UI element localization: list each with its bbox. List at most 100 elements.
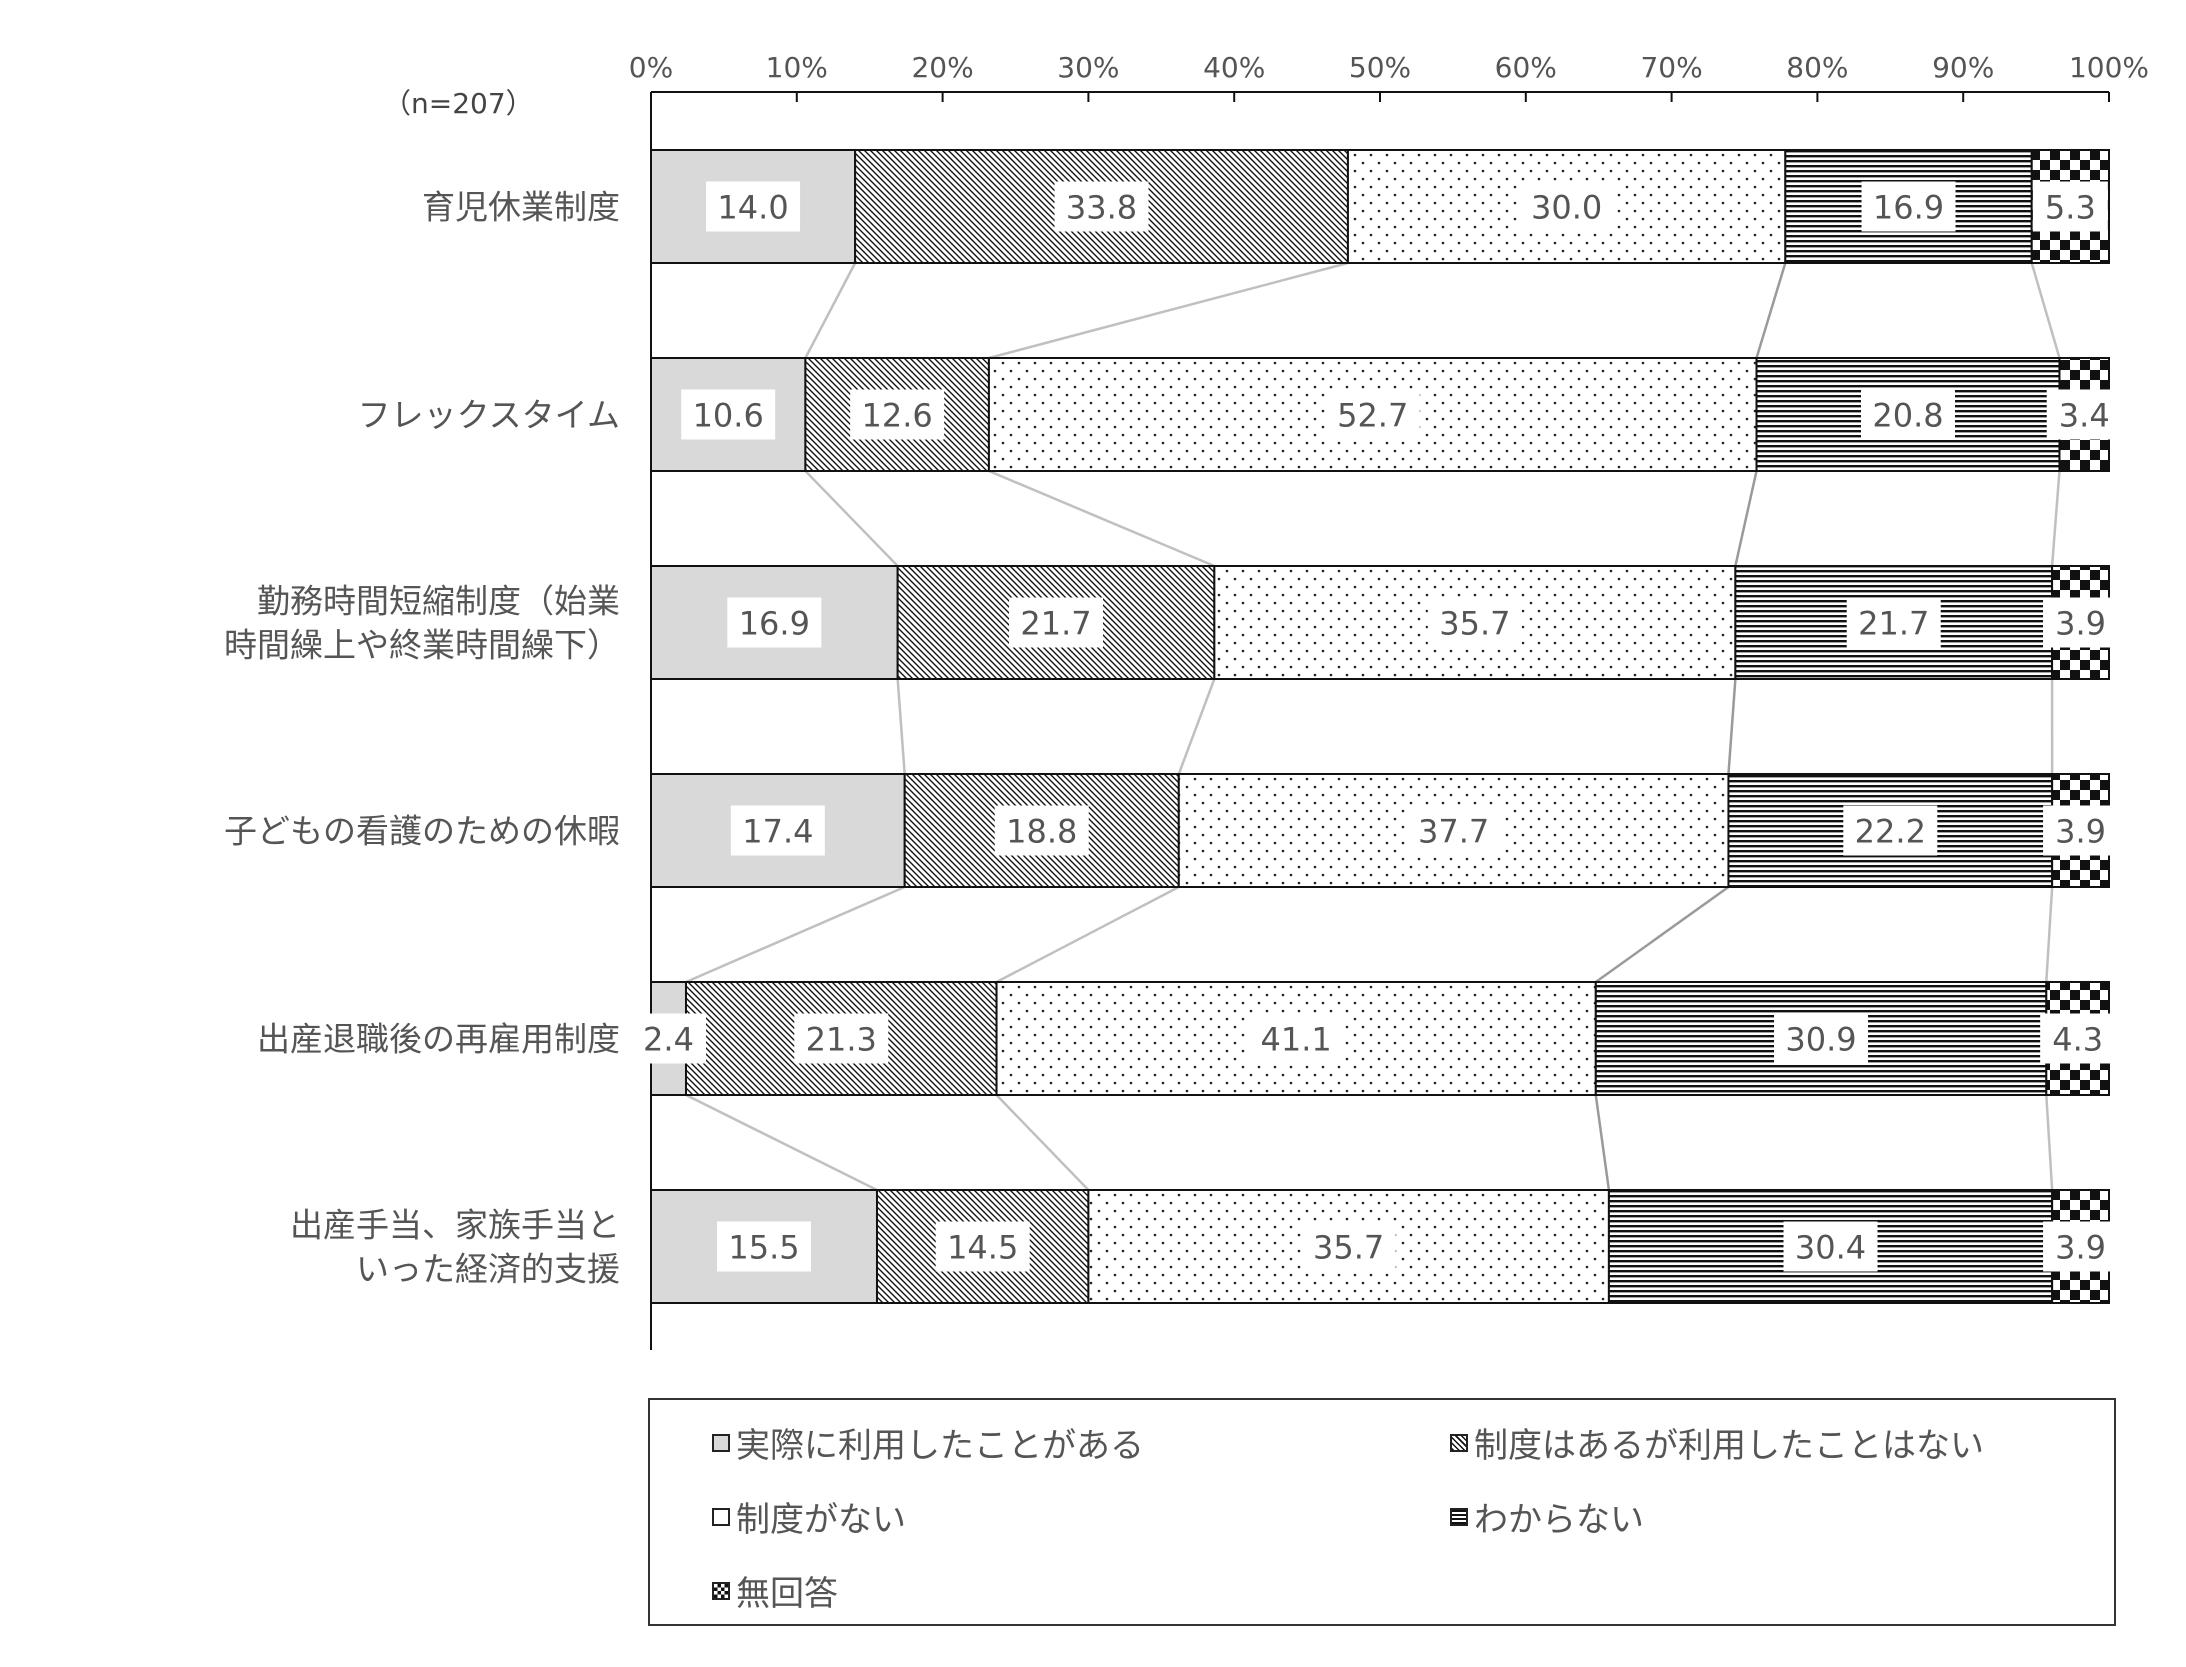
value-label: 4.3 (2052, 1021, 2103, 1059)
series-connector-line (685, 885, 906, 984)
category-label: 出産手当、家族手当と (290, 1206, 620, 1245)
value-label: 3.9 (2055, 813, 2106, 851)
value-label: 16.9 (1873, 189, 1944, 227)
value-label-bg (730, 805, 825, 856)
value-label-bg (1519, 181, 1614, 232)
value-label-bg (1325, 389, 1420, 440)
legend-swatch (1450, 1433, 1468, 1452)
series-connector-line (995, 1094, 1090, 1191)
value-label: 17.4 (742, 813, 813, 851)
value-label-bg (706, 181, 801, 232)
value-label-bg (2043, 1221, 2119, 1272)
value-label-bg (850, 389, 945, 440)
value-label-bg (716, 1221, 811, 1272)
series-connector-line (1177, 678, 1216, 775)
series-connector-line (2050, 470, 2061, 567)
x-tick-label: 60% (1495, 51, 1557, 84)
series-connector-lines (685, 261, 2061, 1192)
value-label-bg (2046, 389, 2122, 440)
sample-size-note: （n=207） (383, 87, 534, 120)
value-label-bg (2043, 597, 2119, 648)
value-label: 21.7 (1020, 605, 1091, 643)
series-connector-line (1734, 470, 1758, 567)
value-label-bg (1861, 181, 1956, 232)
legend-label: 無回答 (736, 1574, 838, 1614)
value-label-bg (994, 805, 1089, 856)
value-label: 3.9 (2055, 1229, 2106, 1267)
x-tick-label: 50% (1349, 51, 1411, 84)
legend-swatch (712, 1581, 730, 1600)
value-label-bg (1860, 389, 1955, 440)
x-tick-label: 90% (1932, 51, 1994, 84)
value-label: 16.9 (739, 605, 810, 643)
x-tick-label: 40% (1203, 51, 1265, 84)
value-label-bg (1406, 805, 1501, 856)
x-tick-label: 30% (1057, 51, 1119, 84)
x-tick-label: 70% (1640, 51, 1702, 84)
bars (650, 149, 2111, 1304)
series-connector-line (804, 262, 857, 359)
legend-item: 無回答 (712, 1566, 838, 1615)
series-connector-line (995, 885, 1180, 984)
value-label: 14.5 (947, 1229, 1018, 1267)
value-label: 21.7 (1858, 605, 1929, 643)
value-label: 30.4 (1795, 1229, 1866, 1267)
legend: 実際に利用したことがある 制度はあるが利用したことはない制度がない わからない無回答 (648, 1398, 2116, 1626)
value-label-bg (1054, 181, 1149, 232)
value-label: 52.7 (1337, 397, 1408, 435)
category-label: フレックスタイム (358, 396, 620, 435)
value-label-bg (794, 1013, 889, 1064)
series-connector-line (2045, 886, 2054, 983)
value-label: 15.5 (728, 1229, 799, 1267)
value-label: 30.0 (1531, 189, 1602, 227)
category-label: 時間繰上や終業時間繰下） (224, 626, 620, 665)
series-connector-line (988, 261, 1349, 360)
x-tick-label: 10% (766, 51, 828, 84)
x-tick-label: 100% (2069, 51, 2149, 84)
series-connector-line (988, 469, 1215, 568)
value-label-bg (1249, 1013, 1344, 1064)
value-label-bg (1427, 597, 1522, 648)
value-label: 20.8 (1872, 397, 1943, 435)
value-label-bg (681, 389, 776, 440)
legend-item: 制度はあるが利用したことはない (1450, 1418, 1984, 1467)
series-connector-line (685, 1093, 878, 1192)
axis: 0%10%20%30%40%50%60%70%80%90%100% (629, 51, 2149, 1350)
series-connector-line (2045, 1094, 2054, 1191)
series-connector-line (2030, 262, 2061, 359)
value-label: 14.0 (717, 189, 788, 227)
x-tick-label: 80% (1786, 51, 1848, 84)
value-label: 10.6 (693, 397, 764, 435)
value-label: 2.4 (643, 1021, 694, 1059)
value-label-bg (935, 1221, 1030, 1272)
category-label: いった経済的支援 (356, 1250, 620, 1289)
value-label-bg (1009, 597, 1103, 648)
value-label: 18.8 (1006, 813, 1077, 851)
legend-label: 制度はあるが利用したことはない (1474, 1426, 1984, 1466)
series-connector-line (1595, 885, 1730, 984)
value-label: 30.9 (1785, 1021, 1856, 1059)
category-label: 子どもの看護のための休暇 (224, 812, 620, 851)
series-connector-line (896, 678, 906, 775)
legend-label: 実際に利用したことがある (736, 1426, 1144, 1466)
value-label-bg (727, 597, 822, 648)
value-label: 22.2 (1855, 813, 1926, 851)
value-label-bg (631, 1013, 706, 1064)
value-label-bg (2043, 805, 2119, 856)
value-label-bg (1783, 1221, 1878, 1272)
value-label: 35.7 (1439, 605, 1510, 643)
x-tick-label: 20% (911, 51, 973, 84)
value-label-bg (2040, 1013, 2116, 1064)
value-label: 3.9 (2055, 605, 2106, 643)
value-label: 41.1 (1261, 1021, 1332, 1059)
legend-label: わからない (1474, 1500, 1644, 1540)
series-connector-line (1727, 678, 1737, 775)
legend-item: 実際に利用したことがある (712, 1418, 1144, 1467)
legend-item: 制度がない (712, 1492, 906, 1541)
category-label: 育児休業制度 (422, 188, 620, 227)
series-connector-line (1755, 262, 1787, 359)
legend-swatch (712, 1507, 730, 1526)
value-label-bg (1301, 1221, 1396, 1272)
